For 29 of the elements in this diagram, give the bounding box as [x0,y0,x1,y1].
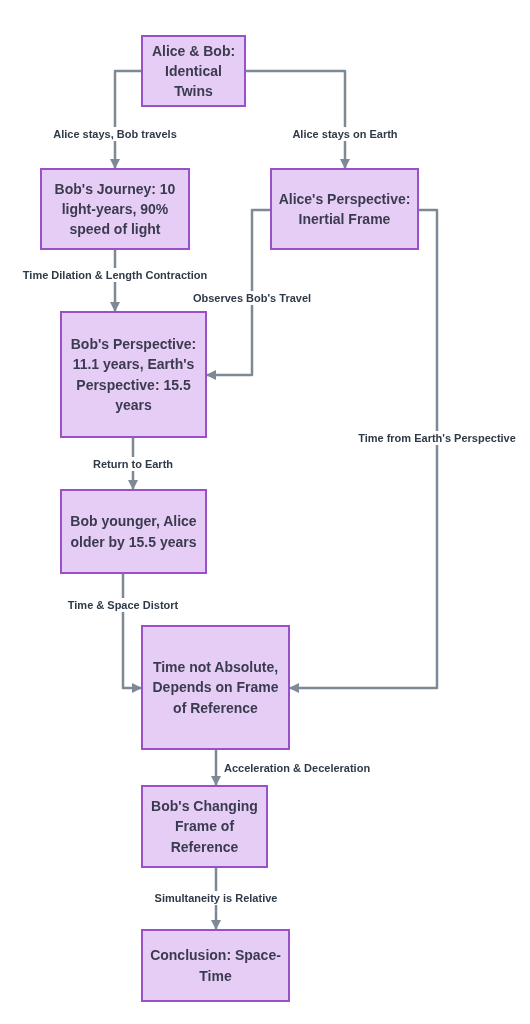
node-text: Bob's Changing Frame of Reference [150,797,259,857]
node-text: Bob's Journey: 10 light-years, 90% speed of light [53,179,177,240]
process-box [270,168,419,250]
process-box [141,929,290,1002]
node-text: Time not Absolute, Depends on Frame of Reference [151,658,280,718]
node-text: Alice's Perspective: Inertial Frame [278,189,411,229]
edge-label: Return to Earth [90,457,176,471]
arrow [121,572,143,693]
edge-label: Time from Earth's Perspective [356,431,518,445]
edge-label: Time & Space Distort [65,598,181,612]
process-box [40,168,190,250]
process-box [141,35,246,107]
node-text: Bob younger, Alice older by 15.5 years [69,512,198,552]
process-box [60,311,207,438]
edge-label: Acceleration & Deceleration [222,761,373,775]
edge-label: Alice stays on Earth [290,127,400,141]
edge-label: Alice stays, Bob travels [51,127,179,141]
arrow [211,748,221,787]
node-text: Alice & Bob: Identical Twins [150,41,237,102]
node-text: Bob's Perspective: 11.1 years, Earth's Perspective: 15.5 years [69,334,198,415]
process-box [141,625,290,750]
edge-label: Time Dilation & Length Contraction [20,268,210,282]
arrow [110,69,143,170]
edge-label: Observes Bob's Travel [190,291,314,305]
edge-label: Simultaneity is Relative [152,891,280,905]
arrow [110,248,120,313]
process-box [60,489,207,574]
process-box [141,785,268,868]
node-text: Conclusion: Space-Time [149,946,282,986]
